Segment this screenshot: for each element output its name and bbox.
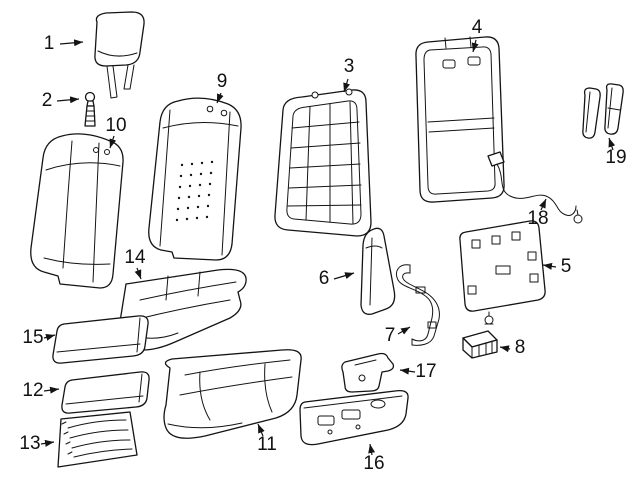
callout-4-label[interactable]: 4 xyxy=(472,17,483,38)
callout-16-label[interactable]: 16 xyxy=(363,453,384,474)
callout-2-label[interactable]: 2 xyxy=(42,90,53,111)
part-headrest xyxy=(94,11,145,99)
part-belt-guides xyxy=(582,83,624,139)
callout-2[interactable]: 2 xyxy=(42,90,80,111)
callout-8-label[interactable]: 8 xyxy=(515,337,526,358)
callout-17[interactable]: 17 xyxy=(399,361,437,382)
part-trim-strip-upper xyxy=(52,315,149,364)
callout-6[interactable]: 6 xyxy=(319,268,355,289)
part-rear-panel xyxy=(459,220,546,325)
callout-8[interactable]: 8 xyxy=(499,337,526,358)
part-seatback-cover xyxy=(30,133,124,289)
part-bolster-pad xyxy=(360,227,396,315)
callout-14[interactable]: 14 xyxy=(124,247,146,280)
callout-3[interactable]: 3 xyxy=(343,56,355,93)
callout-11[interactable]: 11 xyxy=(257,423,277,455)
callout-11-label[interactable]: 11 xyxy=(257,434,277,455)
callout-13-label[interactable]: 13 xyxy=(19,433,40,454)
callout-15[interactable]: 15 xyxy=(22,327,56,348)
part-seatback-pad xyxy=(148,97,242,261)
part-seatback-frame xyxy=(274,88,372,237)
callout-1[interactable]: 1 xyxy=(44,33,84,54)
callout-9-label[interactable]: 9 xyxy=(217,71,228,92)
callout-9[interactable]: 9 xyxy=(216,71,228,104)
callout-3-label[interactable]: 3 xyxy=(344,56,355,77)
callout-18[interactable]: 18 xyxy=(527,198,549,229)
callout-16[interactable]: 16 xyxy=(363,443,385,474)
part-guide-pin xyxy=(84,91,96,127)
callout-7-label[interactable]: 7 xyxy=(385,325,396,346)
callout-12[interactable]: 12 xyxy=(22,380,60,401)
callout-7[interactable]: 7 xyxy=(385,325,411,346)
callout-18-label[interactable]: 18 xyxy=(527,208,548,229)
part-cushion-pad xyxy=(163,349,302,439)
part-seatback-panel xyxy=(415,36,505,203)
part-side-trim-panel xyxy=(299,390,409,446)
part-heater-mat xyxy=(57,411,138,468)
part-switch-block xyxy=(462,330,498,359)
callout-6-label[interactable]: 6 xyxy=(319,268,330,289)
callout-15-label[interactable]: 15 xyxy=(22,327,43,348)
part-trim-strip-lower xyxy=(61,371,150,414)
callout-13[interactable]: 13 xyxy=(19,433,55,454)
callout-19-label[interactable]: 19 xyxy=(605,147,626,168)
callout-10-label[interactable]: 10 xyxy=(105,115,126,136)
part-bracket xyxy=(341,352,395,393)
callout-1-label[interactable]: 1 xyxy=(44,33,55,54)
callout-4[interactable]: 4 xyxy=(472,17,483,53)
callout-10[interactable]: 10 xyxy=(105,115,127,149)
callout-5-label[interactable]: 5 xyxy=(561,256,572,277)
callout-14-label[interactable]: 14 xyxy=(124,247,146,268)
callout-5[interactable]: 5 xyxy=(542,256,572,277)
part-cable xyxy=(487,151,583,224)
part-wire-frame xyxy=(396,264,440,346)
callout-19[interactable]: 19 xyxy=(605,137,627,168)
callout-12-label[interactable]: 12 xyxy=(22,380,43,401)
callout-17-label[interactable]: 17 xyxy=(415,361,436,382)
